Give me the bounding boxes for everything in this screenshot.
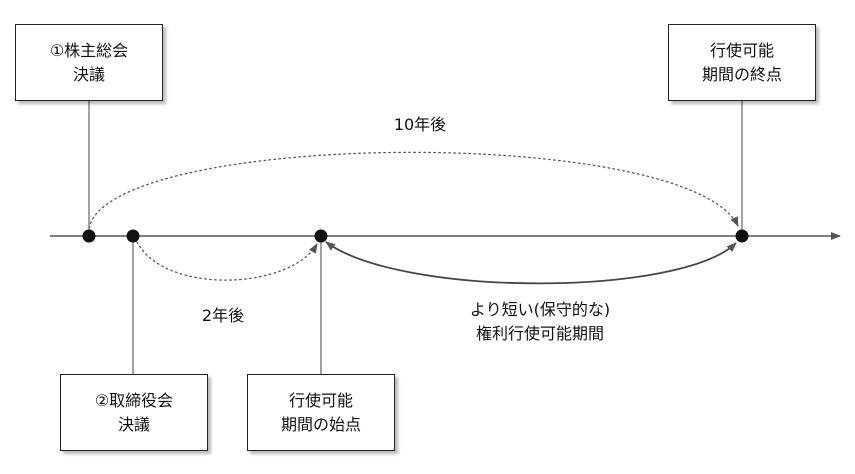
shorter-period-double-arrow (325, 241, 737, 285)
label-shorter-period: より短い(保守的な) 権利行使可能期間 (420, 298, 660, 346)
dot-period-start (314, 229, 328, 243)
box-line: 決議 (117, 414, 150, 434)
dot-board-resolution (126, 229, 140, 243)
box-line: 期間の始点 (280, 414, 361, 434)
ten-year-dotted-arc (88, 151, 739, 229)
label-two-years: 2年後 (201, 306, 245, 325)
box-line: ②取締役会 (94, 390, 174, 410)
dot-shareholders-resolution (82, 229, 96, 243)
box-board-resolution: ②取締役会 決議 (60, 374, 208, 451)
box-line: 決議 (72, 64, 105, 84)
box-line: 行使可能 (288, 390, 353, 410)
label-ten-years: 10年後 (393, 115, 447, 134)
label-line: 権利行使可能期間 (475, 324, 604, 343)
box-shareholders-resolution: ①株主総会 決議 (15, 24, 163, 101)
box-line: ①株主総会 (49, 40, 129, 60)
box-period-end: 行使可能 期間の終点 (668, 24, 816, 101)
box-line: 期間の終点 (701, 64, 782, 84)
box-period-start: 行使可能 期間の始点 (247, 374, 395, 451)
box-line: 行使可能 (709, 40, 774, 60)
label-line: より短い(保守的な) (469, 300, 611, 319)
dot-period-end (735, 229, 749, 243)
two-year-dotted-arc (136, 241, 318, 281)
